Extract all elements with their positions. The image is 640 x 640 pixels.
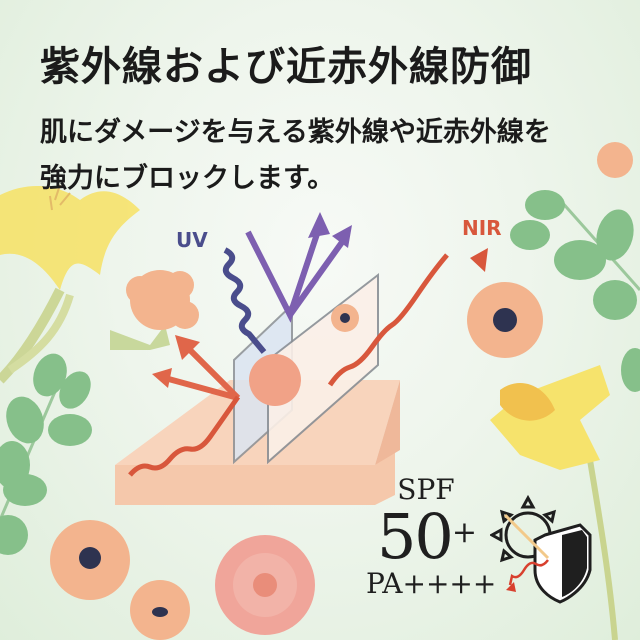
page-subtitle: 肌にダメージを与える紫外線や近赤外線を 強力にブロックします。: [40, 110, 640, 202]
sun-shield-icon: [490, 494, 592, 604]
uv-wave-arrow: [222, 247, 267, 354]
dahlia-flower-icon: [215, 535, 315, 635]
subtitle-line-1: 肌にダメージを与える紫外線や近赤外線を: [40, 117, 551, 148]
uv-label: UV: [176, 228, 208, 252]
spf-plus: +: [451, 515, 477, 550]
eucalyptus-leaf-icon: [510, 190, 640, 392]
nir-label: NIR: [462, 216, 502, 240]
nir-wave-arrow: [128, 253, 449, 477]
spf-value: 50+: [366, 506, 486, 568]
anemone-flower-icon: [50, 520, 190, 640]
anemone-flower-icon: [467, 282, 543, 358]
protective-layer-icon: [233, 272, 379, 465]
daffodil-flower-icon: [490, 365, 618, 640]
peach-flower-icon: [110, 270, 199, 350]
spf-number: 50: [376, 500, 454, 573]
uv-reflection-arrows: [245, 212, 352, 323]
pa-rating: PA++++: [366, 567, 497, 600]
page-title: 紫外線および近赤外線防御: [40, 44, 532, 90]
subtitle-line-2: 強力にブロックします。: [40, 163, 335, 194]
spf-label: SPF: [397, 473, 455, 506]
eucalyptus-leaf-icon: [0, 353, 92, 555]
lily-flower-icon: [0, 184, 140, 384]
small-flower-icon: [597, 142, 633, 178]
spf-rating: SPF 50+ PA++++: [366, 473, 497, 600]
nir-reflection-arrows: [152, 335, 241, 401]
